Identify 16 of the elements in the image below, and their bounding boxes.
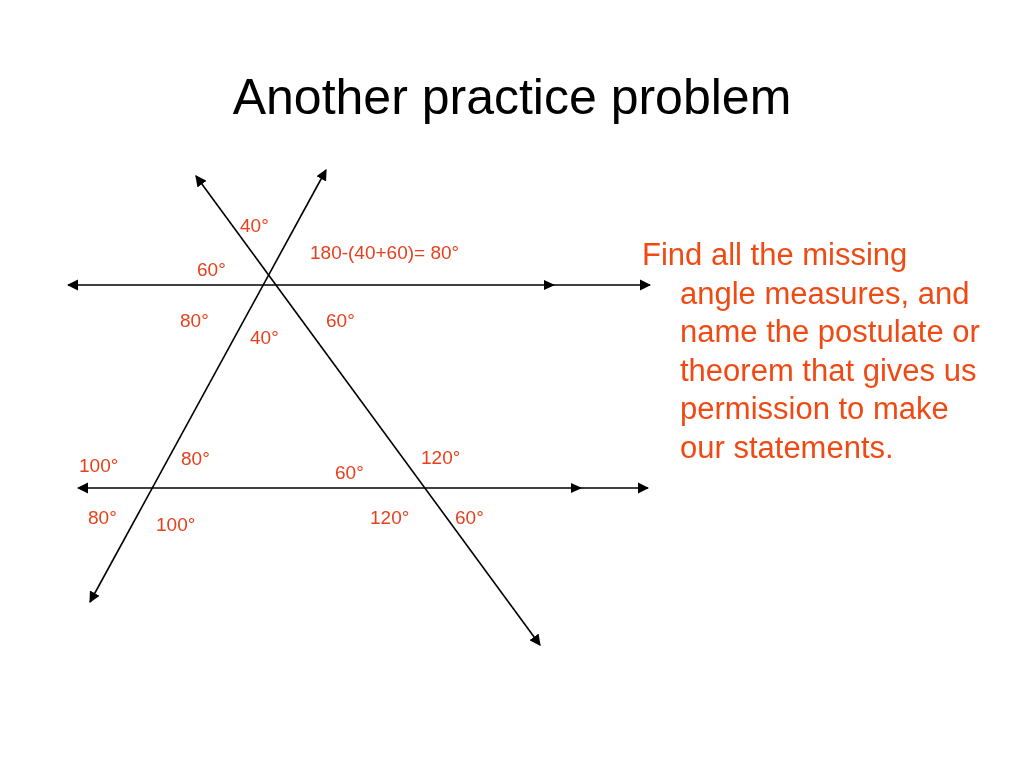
angle-label: 60°: [455, 508, 484, 527]
angle-label: 40°: [240, 216, 269, 235]
angle-label: 120°: [370, 508, 410, 527]
angle-label: 180-(40+60)= 80°: [310, 243, 460, 262]
angle-label: 60°: [335, 463, 364, 482]
angle-label: 100°: [156, 515, 196, 534]
angle-label: 120°: [421, 448, 461, 467]
angle-label: 80°: [88, 508, 117, 527]
angle-label: 100°: [79, 456, 119, 475]
angle-label: 60°: [326, 311, 355, 330]
angle-label: 80°: [180, 311, 209, 330]
problem-text: Find all the missing angle measures, and name the postulate or theorem that gives us permission to make our statements.: [642, 236, 980, 467]
angle-label: 60°: [197, 260, 226, 279]
slide-title: Another practice problem: [231, 68, 793, 126]
angle-label: 80°: [181, 449, 210, 468]
angle-label: 40°: [250, 328, 279, 347]
